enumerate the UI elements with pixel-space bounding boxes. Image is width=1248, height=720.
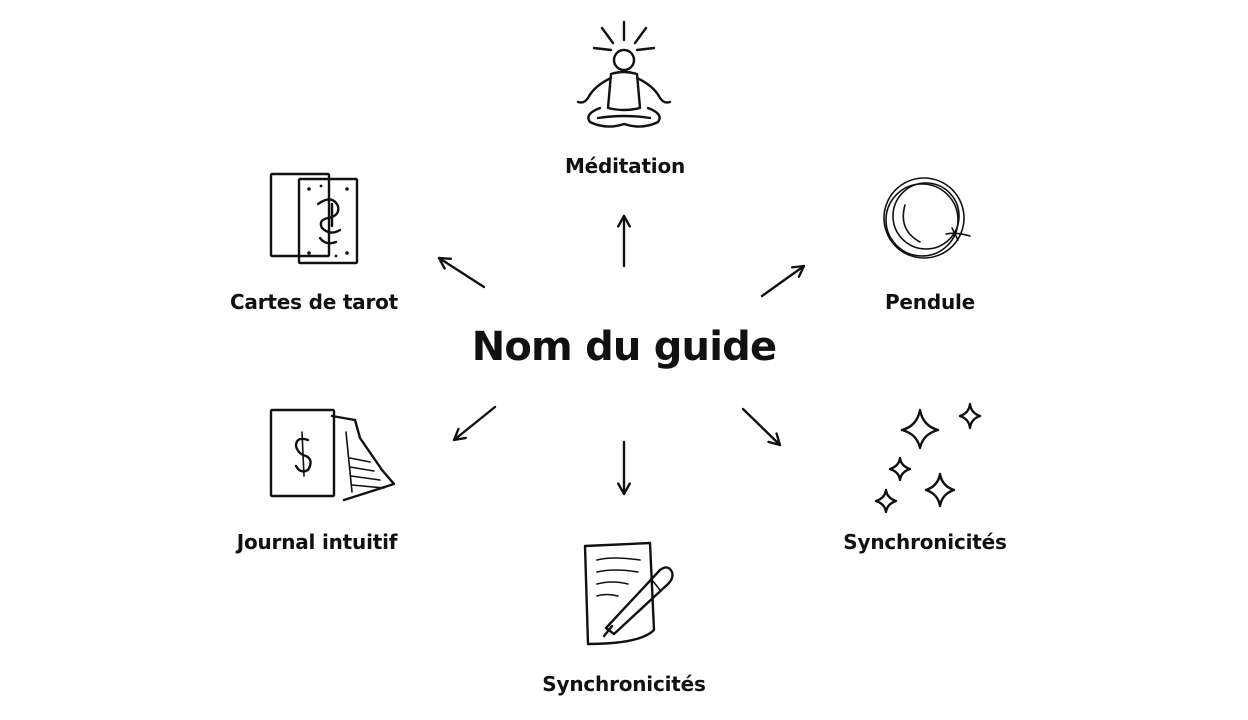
- sparkles-icon: [874, 402, 982, 514]
- node-label-meditation: Méditation: [564, 154, 686, 178]
- arrow-to-pendule: [760, 264, 806, 298]
- notepad-pen-icon: [583, 541, 674, 646]
- node-label-synchro-right: Synchronicités: [843, 530, 1007, 554]
- arrow-to-synchro-right: [741, 407, 782, 447]
- meditation-icon: [576, 20, 672, 128]
- arrow-to-tarot: [437, 256, 486, 289]
- node-label-journal: Journal intuitif: [236, 530, 398, 554]
- arrow-to-journal: [452, 405, 497, 442]
- journal-icon: [269, 408, 396, 502]
- node-label-synchro-bottom: Synchronicités: [542, 672, 706, 696]
- pendulum-icon: [883, 177, 971, 259]
- tarot-cards-icon: [269, 172, 359, 265]
- node-label-tarot: Cartes de tarot: [229, 290, 399, 314]
- center-title: Nom du guide: [471, 324, 777, 370]
- node-label-pendule: Pendule: [884, 290, 976, 314]
